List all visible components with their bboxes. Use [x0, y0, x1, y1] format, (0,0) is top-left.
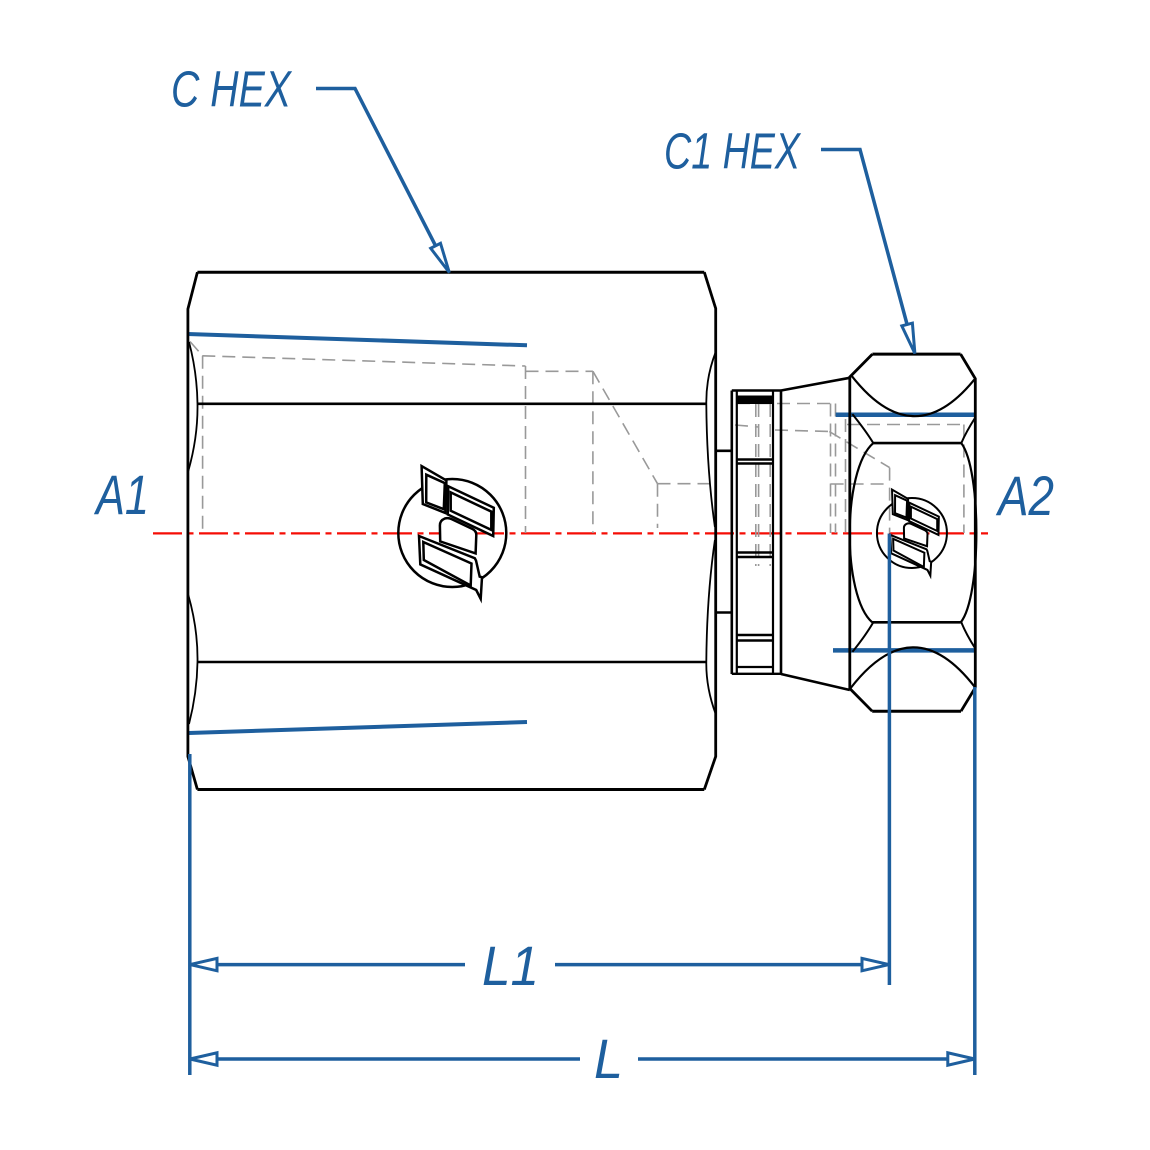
- svg-text:A1: A1: [94, 463, 149, 526]
- svg-text:L: L: [594, 1027, 623, 1090]
- svg-text:C HEX: C HEX: [171, 61, 293, 118]
- svg-text:L1: L1: [482, 934, 539, 997]
- svg-text:A2: A2: [996, 464, 1054, 527]
- svg-text:C1 HEX: C1 HEX: [664, 123, 801, 180]
